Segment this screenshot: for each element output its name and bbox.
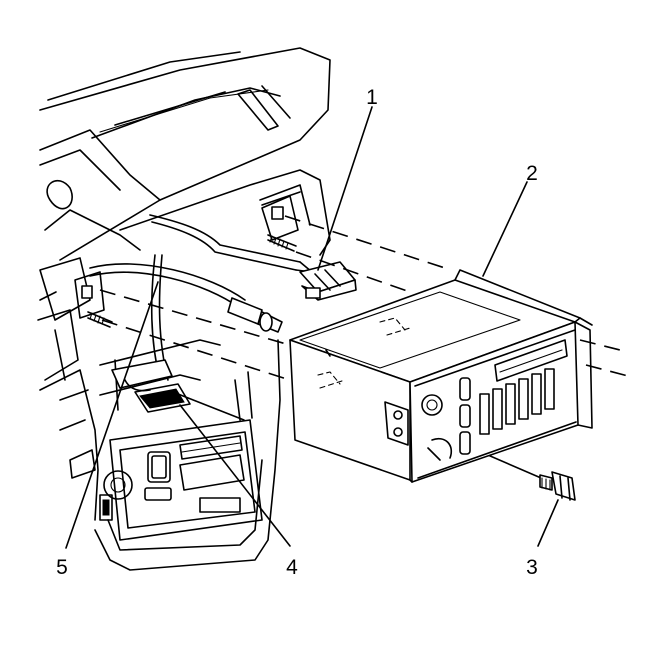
leader-line-1: [317, 106, 373, 271]
harness-connector-4: [111, 359, 245, 421]
callout-5: 5: [56, 556, 68, 579]
leader-line-4: [179, 404, 291, 547]
callout-4: 4: [286, 556, 298, 579]
leader-line-5: [65, 281, 159, 549]
harness-connector-1: [299, 261, 357, 301]
leader-line-2: [482, 181, 528, 277]
instrument-panel: [37, 47, 331, 571]
leader-lines: [65, 106, 559, 549]
callout-1: 1: [366, 86, 378, 109]
mounting-studs: [87, 234, 297, 328]
radio-mounting-screw: [539, 471, 576, 501]
antenna-and-harness-cables: [89, 214, 313, 381]
callout-3: 3: [526, 556, 538, 579]
callout-2: 2: [526, 162, 538, 185]
radio-unit: [289, 269, 593, 483]
leader-line-3: [537, 499, 559, 547]
